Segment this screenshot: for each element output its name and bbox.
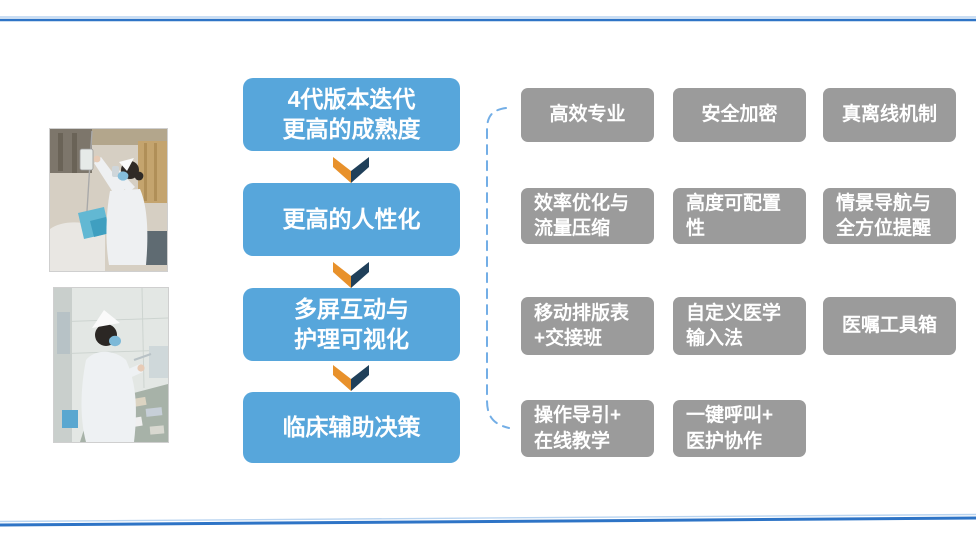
feature-label: 一键呼叫+ 医护协作 xyxy=(686,405,774,452)
feature-box: 情景导航与 全方位提醒 xyxy=(823,188,956,244)
photo-illustration xyxy=(54,288,168,442)
flow-step-multiscreen-visualization: 多屏互动与 护理可视化 xyxy=(243,288,460,361)
feature-label: 效率优化与 流量压缩 xyxy=(534,192,630,239)
feature-label: 情景导航与 全方位提醒 xyxy=(836,192,932,239)
feature-label: 安全加密 xyxy=(701,104,778,126)
feature-box: 操作导引+ 在线教学 xyxy=(521,400,654,457)
feature-label: 移动排版表 +交接班 xyxy=(534,302,630,349)
feature-label: 真离线机制 xyxy=(841,104,937,126)
chevron-down-arrow-icon xyxy=(333,365,369,391)
feature-label: 高效专业 xyxy=(549,104,626,126)
feature-label: 医嘱工具箱 xyxy=(841,315,937,337)
flow-step-version-maturity: 4代版本迭代 更高的成熟度 xyxy=(243,78,460,151)
feature-box: 真离线机制 xyxy=(823,88,956,142)
feature-box: 高效专业 xyxy=(521,88,654,142)
feature-box: 安全加密 xyxy=(673,88,806,142)
feature-box: 医嘱工具箱 xyxy=(823,297,956,355)
chevron-down-arrow-icon xyxy=(333,262,369,288)
nurse-preparing-medication-photo xyxy=(53,287,169,443)
dashed-bracket-connector xyxy=(486,107,510,429)
feature-label: 高度可配置 性 xyxy=(686,192,782,239)
feature-box: 一键呼叫+ 医护协作 xyxy=(673,400,806,457)
photo-illustration xyxy=(50,129,167,271)
flow-step-clinical-decision: 临床辅助决策 xyxy=(243,392,460,463)
flow-step-label: 4代版本迭代 更高的成熟度 xyxy=(282,86,421,142)
feature-box: 高度可配置 性 xyxy=(673,188,806,244)
feature-label: 操作导引+ 在线教学 xyxy=(534,405,622,452)
bottom-accent-line xyxy=(0,513,976,527)
feature-box: 自定义医学 输入法 xyxy=(673,297,806,355)
chevron-down-arrow-icon xyxy=(333,157,369,183)
nurse-adjusting-iv-photo xyxy=(49,128,168,272)
top-accent-line xyxy=(0,16,976,22)
flow-step-humanization: 更高的人性化 xyxy=(243,183,460,256)
flow-step-label: 更高的人性化 xyxy=(282,205,421,232)
flow-step-label: 多屏互动与 护理可视化 xyxy=(294,296,409,352)
flow-step-label: 临床辅助决策 xyxy=(282,413,421,440)
feature-label: 自定义医学 输入法 xyxy=(686,302,782,349)
feature-box: 效率优化与 流量压缩 xyxy=(521,188,654,244)
feature-box: 移动排版表 +交接班 xyxy=(521,297,654,355)
